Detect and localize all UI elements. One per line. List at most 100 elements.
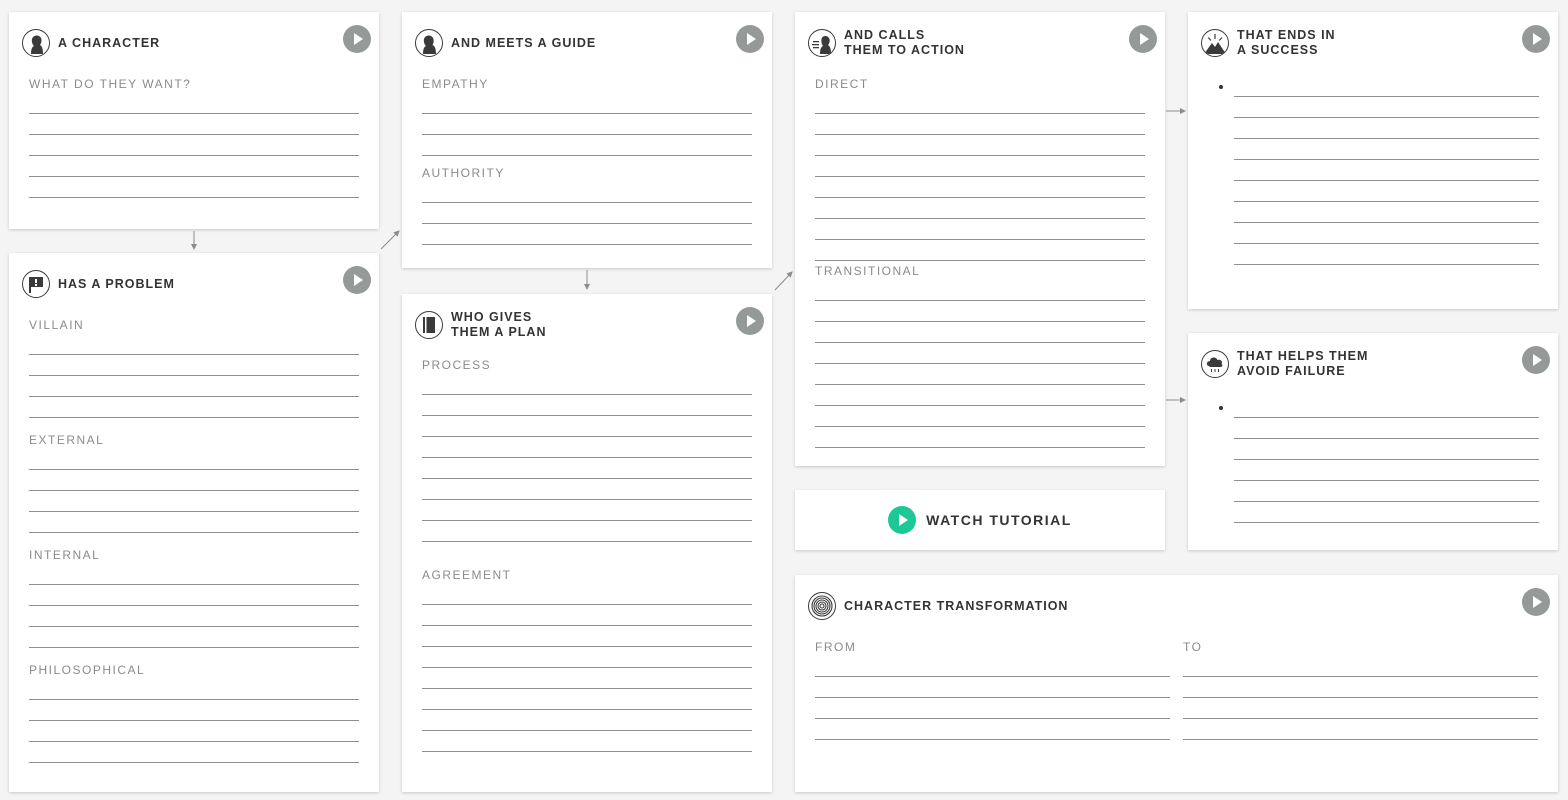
answer-line[interactable] [422,521,752,542]
play-video-button[interactable] [343,25,371,53]
answer-line[interactable] [815,156,1145,177]
answer-lines[interactable] [422,584,752,752]
answer-line[interactable] [422,374,752,395]
answer-line[interactable] [815,656,1170,677]
answer-line[interactable] [815,219,1145,240]
answer-lines[interactable] [1234,76,1539,265]
answer-line[interactable] [422,182,752,203]
answer-lines[interactable] [29,564,359,648]
answer-line[interactable] [815,177,1145,198]
answer-line[interactable] [29,397,359,418]
answer-line[interactable] [29,606,359,627]
answer-lines[interactable] [815,93,1145,261]
answer-line[interactable] [422,203,752,224]
answer-line[interactable] [422,416,752,437]
answer-line[interactable] [815,322,1145,343]
answer-line[interactable] [1183,677,1538,698]
answer-lines[interactable] [422,93,752,156]
answer-line[interactable] [1234,244,1539,265]
answer-line[interactable] [1234,502,1539,523]
answer-line[interactable] [29,627,359,648]
answer-line[interactable] [1234,460,1539,481]
answer-line[interactable] [815,198,1145,219]
answer-line[interactable] [29,679,359,700]
answer-line[interactable] [1183,719,1538,740]
answer-line[interactable] [1234,418,1539,439]
answer-line[interactable] [1234,223,1539,244]
answer-line[interactable] [422,626,752,647]
answer-line[interactable] [29,114,359,135]
answer-line[interactable] [422,114,752,135]
answer-lines[interactable] [422,374,752,542]
answer-line[interactable] [29,512,359,533]
answer-line[interactable] [422,479,752,500]
answer-line[interactable] [815,364,1145,385]
answer-lines[interactable] [422,182,752,245]
answer-line[interactable] [29,585,359,606]
answer-line[interactable] [422,93,752,114]
answer-line[interactable] [815,698,1170,719]
answer-line[interactable] [422,224,752,245]
answer-line[interactable] [815,427,1145,448]
answer-line[interactable] [29,491,359,512]
answer-line[interactable] [29,700,359,721]
answer-line[interactable] [1234,202,1539,223]
answer-line[interactable] [422,689,752,710]
answer-lines[interactable] [29,679,359,763]
answer-line[interactable] [815,280,1145,301]
answer-line[interactable] [815,719,1170,740]
play-video-button[interactable] [343,266,371,294]
answer-line[interactable] [1234,181,1539,202]
answer-line[interactable] [1183,698,1538,719]
answer-line[interactable] [422,731,752,752]
answer-line[interactable] [1183,656,1538,677]
play-video-button[interactable] [736,25,764,53]
answer-line[interactable] [1234,118,1539,139]
answer-line[interactable] [29,449,359,470]
answer-line[interactable] [422,647,752,668]
answer-line[interactable] [815,301,1145,322]
answer-line[interactable] [1234,76,1539,97]
answer-line[interactable] [815,240,1145,261]
answer-line[interactable] [422,710,752,731]
play-video-button[interactable] [736,307,764,335]
play-video-button[interactable] [1522,588,1550,616]
answer-line[interactable] [815,343,1145,364]
answer-line[interactable] [1234,97,1539,118]
answer-line[interactable] [422,395,752,416]
answer-lines[interactable] [815,280,1145,448]
answer-line[interactable] [1234,139,1539,160]
answer-lines[interactable] [29,334,359,418]
answer-line[interactable] [815,406,1145,427]
answer-line[interactable] [815,385,1145,406]
answer-line[interactable] [29,376,359,397]
answer-line[interactable] [422,605,752,626]
answer-line[interactable] [422,668,752,689]
answer-line[interactable] [29,93,359,114]
answer-line[interactable] [29,721,359,742]
answer-line[interactable] [422,437,752,458]
answer-line[interactable] [815,93,1145,114]
answer-line[interactable] [422,135,752,156]
answer-line[interactable] [29,470,359,491]
watch-tutorial-button[interactable]: WATCH TUTORIAL [795,490,1165,550]
answer-line[interactable] [1234,397,1539,418]
answer-line[interactable] [29,742,359,763]
answer-line[interactable] [29,177,359,198]
answer-line[interactable] [1234,439,1539,460]
answer-line[interactable] [422,584,752,605]
play-video-button[interactable] [1129,25,1157,53]
answer-line[interactable] [1234,160,1539,181]
answer-line[interactable] [422,458,752,479]
answer-lines[interactable] [1234,397,1539,523]
answer-line[interactable] [29,135,359,156]
answer-line[interactable] [29,156,359,177]
answer-line[interactable] [815,114,1145,135]
answer-line[interactable] [422,500,752,521]
answer-line[interactable] [815,677,1170,698]
play-video-button[interactable] [1522,25,1550,53]
answer-line[interactable] [1234,481,1539,502]
answer-line[interactable] [29,334,359,355]
answer-lines[interactable] [29,93,359,198]
answer-line[interactable] [29,564,359,585]
